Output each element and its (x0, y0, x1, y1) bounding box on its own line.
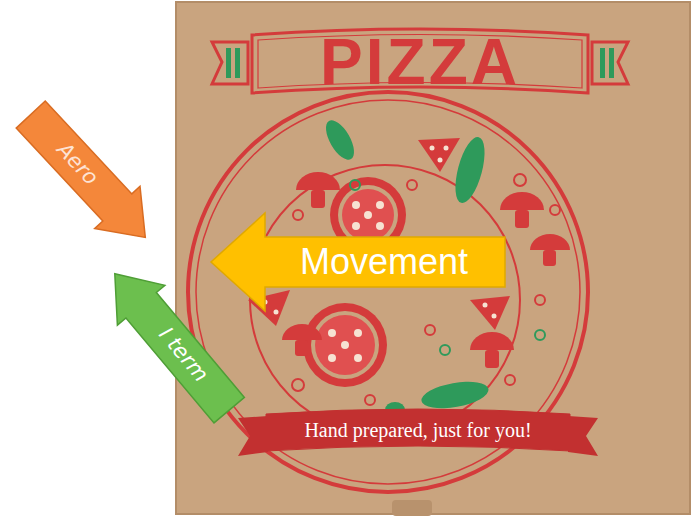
arrow-outline (8, 93, 168, 258)
tagline-ribbon-text: Hand prepared, just for you! (304, 419, 531, 441)
movement-arrow: Movement (210, 212, 506, 312)
title-banner: PIZZA (248, 25, 592, 99)
arrow-outline (211, 213, 505, 311)
tagline-ribbon: Hand prepared, just for you! (266, 408, 570, 452)
title-banner-text: PIZZA (320, 27, 520, 97)
arrow-outline (91, 254, 253, 430)
aero-arrow: Aero (7, 92, 170, 260)
ribbon-shape (266, 409, 570, 451)
movement-arrow-text: Movement (300, 242, 468, 282)
